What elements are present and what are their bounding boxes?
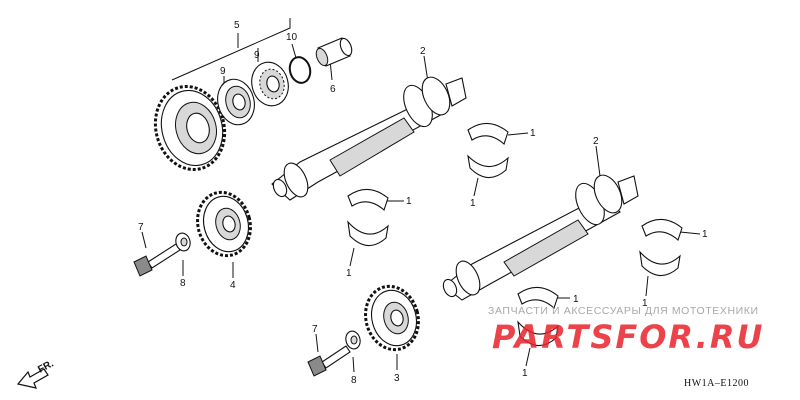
bolt-7-left bbox=[133, 243, 181, 277]
callout-9: 9 bbox=[254, 50, 260, 61]
callout-2: 2 bbox=[593, 136, 599, 147]
watermark-brand-left: PARTS bbox=[492, 318, 615, 356]
bolt-7-right bbox=[307, 345, 351, 377]
callouts: 5 9 9 10 6 2 2 1 1 1 1 1 1 1 1 7 8 4 7 8… bbox=[138, 20, 708, 386]
watermark-brand-right: FOR.RU bbox=[615, 318, 764, 356]
bearing-shells-upper bbox=[347, 122, 509, 247]
bearing-shells-lower bbox=[517, 218, 683, 347]
watermark-tagline: ЗАПЧАСТИ И АКСЕССУАРЫ ДЛЯ МОТОТЕХНИКИ bbox=[488, 305, 759, 317]
collar-6 bbox=[315, 37, 353, 67]
gear-4 bbox=[196, 190, 252, 258]
callout-1: 1 bbox=[470, 198, 476, 209]
gear-5 bbox=[153, 84, 227, 172]
callout-1: 1 bbox=[642, 298, 648, 309]
front-direction-label: FR. bbox=[36, 358, 56, 375]
watermark: ЗАПЧАСТИ И АКСЕССУАРЫ ДЛЯ МОТОТЕХНИКИ PA… bbox=[488, 305, 764, 356]
washer-8-left bbox=[175, 232, 191, 252]
balancer-shaft-lower bbox=[442, 174, 639, 301]
callout-1: 1 bbox=[573, 294, 579, 305]
callout-8: 8 bbox=[351, 375, 357, 386]
callout-5: 5 bbox=[234, 20, 240, 31]
bearing-9-right bbox=[251, 61, 289, 107]
callout-1: 1 bbox=[702, 229, 708, 240]
callout-1: 1 bbox=[346, 268, 352, 279]
watermark-brand: PARTSFOR.RU bbox=[492, 318, 764, 356]
balancer-shaft-upper bbox=[271, 76, 467, 201]
callout-1: 1 bbox=[530, 128, 536, 139]
callout-3: 3 bbox=[394, 373, 400, 384]
callout-4: 4 bbox=[230, 280, 236, 291]
callout-8: 8 bbox=[180, 278, 186, 289]
front-direction-arrow: FR. bbox=[16, 358, 56, 389]
callout-9: 9 bbox=[220, 66, 226, 77]
callout-2: 2 bbox=[420, 46, 426, 57]
callout-10: 10 bbox=[286, 32, 298, 43]
callout-7: 7 bbox=[138, 222, 144, 233]
diagram-code: HW1A–E1200 bbox=[684, 378, 749, 389]
callout-1: 1 bbox=[406, 196, 412, 207]
bearing-9-left bbox=[217, 78, 255, 126]
callout-6: 6 bbox=[330, 84, 336, 95]
callout-1: 1 bbox=[522, 368, 528, 379]
callout-7: 7 bbox=[312, 324, 318, 335]
gear-3 bbox=[364, 284, 420, 352]
circlip-10 bbox=[288, 56, 312, 84]
washer-8-right bbox=[345, 330, 361, 350]
